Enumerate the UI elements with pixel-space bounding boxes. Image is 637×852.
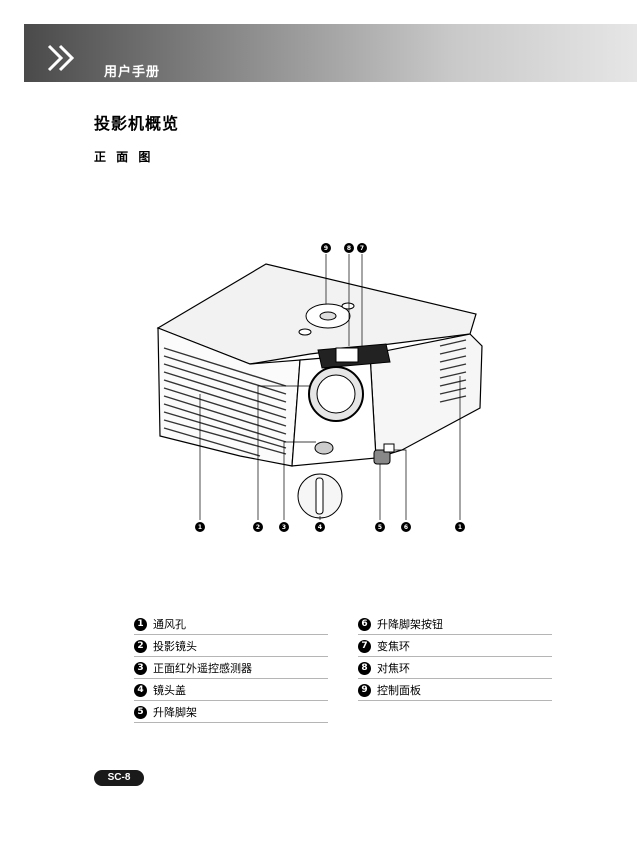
legend-item-3: 3 正面红外遥控感测器 [134,658,328,679]
legend-item-6: 6 升降脚架按钮 [358,614,552,635]
number-badge: 4 [134,683,147,697]
legend-left: 1 通风孔 2 投影镜头 3 正面红外遥控感测器 4 镜头盖 5 升降脚架 [134,614,328,724]
number-badge: 8 [358,661,371,675]
legend-label: 对焦环 [377,662,410,675]
legend-label: 正面红外遥控感测器 [153,662,252,675]
number-badge: 2 [134,639,147,653]
number-badge: 6 [358,617,371,631]
callout-1-right: 1 [455,522,465,532]
legend-label: 升降脚架 [153,706,197,719]
double-chevron-icon [47,44,75,72]
legend-item-9: 9 控制面板 [358,680,552,701]
side-vent-grille [439,339,467,403]
legend-item-2: 2 投影镜头 [134,636,328,657]
number-badge: 1 [134,617,147,631]
svg-text:7: 7 [360,245,364,252]
legend-label: 镜头盖 [153,684,186,697]
legend-label: 升降脚架按钮 [377,618,443,631]
legend-label: 通风孔 [153,618,186,631]
svg-text:3: 3 [282,524,286,531]
section-title: 正 面 图 [94,150,154,164]
svg-text:4: 4 [318,524,322,531]
svg-text:6: 6 [404,524,408,531]
legend-item-8: 8 对焦环 [358,658,552,679]
legend-item-7: 7 变焦环 [358,636,552,657]
legend-label: 投影镜头 [153,640,197,653]
svg-text:1: 1 [198,524,202,531]
projector-front-illustration: 9 8 7 1 2 3 4 5 6 1 [156,243,483,532]
number-badge: 3 [134,661,147,675]
callout-5: 5 [375,522,385,532]
legend-item-5: 5 升降脚架 [134,702,328,723]
svg-text:5: 5 [378,524,382,531]
legend-item-1: 1 通风孔 [134,614,328,635]
page-number-badge: SC-8 [94,770,144,786]
callout-8: 8 [344,243,354,253]
header-title: 用户手册 [104,65,161,80]
callout-2: 2 [253,522,263,532]
legend-label: 变焦环 [377,640,410,653]
callout-6: 6 [401,522,411,532]
callout-1-left: 1 [195,522,205,532]
legend-item-4: 4 镜头盖 [134,680,328,701]
callout-3: 3 [279,522,289,532]
ir-sensor [314,441,334,455]
number-badge: 9 [358,683,371,697]
elevator-foot [373,449,391,465]
svg-text:8: 8 [347,245,351,252]
legend-label: 控制面板 [377,684,421,697]
number-badge: 7 [358,639,371,653]
callout-4: 4 [315,522,325,532]
front-vent-grille [163,347,287,457]
callout-7: 7 [357,243,367,253]
svg-text:9: 9 [324,245,328,252]
svg-text:1: 1 [458,524,462,531]
callout-9: 9 [321,243,331,253]
number-badge: 5 [134,705,147,719]
legend-right: 6 升降脚架按钮 7 变焦环 8 对焦环 9 控制面板 [358,614,552,702]
header-band [24,24,637,82]
svg-text:2: 2 [256,524,260,531]
page-title: 投影机概览 [94,114,180,133]
